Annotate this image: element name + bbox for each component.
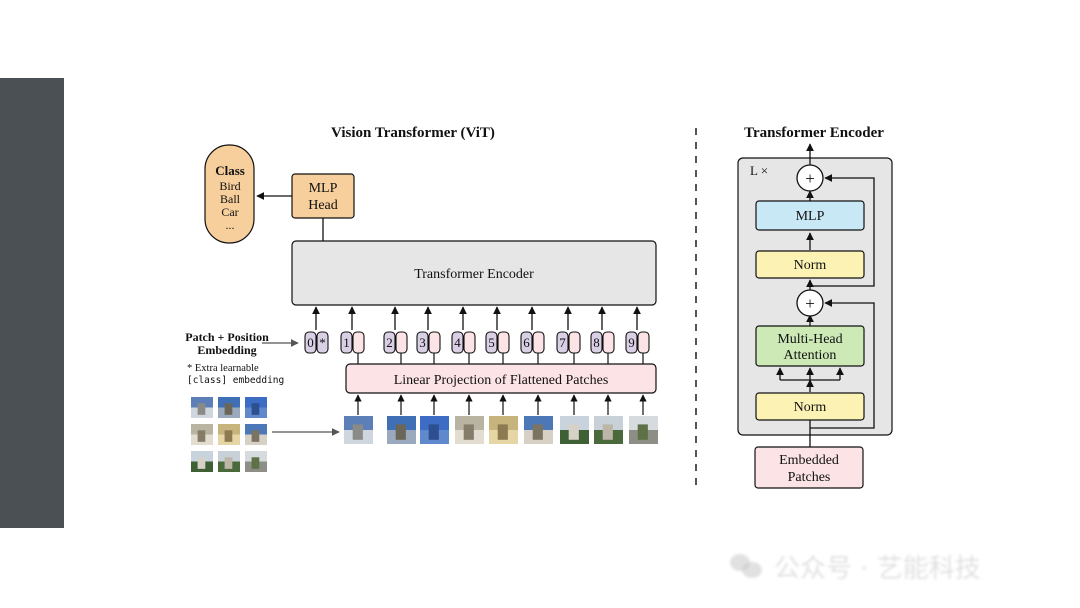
sidebar-panel — [0, 78, 64, 528]
position-token — [556, 331, 569, 354]
patch-image-part — [395, 424, 406, 440]
patch-image-part — [251, 430, 260, 442]
patch-embedding-token — [352, 331, 365, 354]
class-item: Bird — [219, 179, 240, 193]
norm-label: Norm — [794, 258, 827, 273]
mlp-label: MLP — [796, 209, 825, 224]
vit-title: Vision Transformer (ViT) — [331, 125, 495, 141]
embedded-patches-block — [754, 446, 864, 489]
patch-image-part — [197, 457, 206, 469]
extra-note: [class] embedding — [187, 375, 284, 386]
norm-block — [755, 392, 865, 421]
position-token — [340, 331, 353, 354]
patch-image-part — [497, 424, 508, 440]
add-symbol: + — [805, 169, 815, 188]
position-token — [451, 331, 464, 354]
attention-label: Attention — [784, 348, 837, 363]
class-box — [204, 144, 255, 244]
patch-image-part — [463, 424, 474, 440]
patch-image-part — [224, 457, 233, 469]
position-token-label: 7 — [559, 335, 566, 350]
attention-label: Multi-Head — [777, 332, 842, 347]
watermark: 公众号 · 艺能科技 — [730, 546, 1050, 586]
position-token — [304, 331, 317, 354]
position-token-label: 6 — [523, 335, 530, 350]
position-token-label: 2 — [386, 335, 393, 350]
transformer-encoder-label: Transformer Encoder — [414, 267, 534, 282]
patch-image-part — [251, 457, 260, 469]
patch-embedding-token — [395, 331, 408, 354]
position-token — [485, 331, 498, 354]
position-token-label: 9 — [628, 335, 635, 350]
patch-image-part — [428, 424, 439, 440]
embedding-label: Patch + Position — [185, 330, 269, 344]
patch-sequence — [344, 416, 658, 444]
transformer-encoder-box — [291, 240, 657, 306]
add-circle — [796, 164, 824, 192]
position-tokens: 0 * 1 2 3 4 5 6 7 8 9 — [304, 306, 650, 415]
watermark-text: 公众号 · 艺能科技 — [774, 553, 981, 584]
patch-image-part — [224, 403, 233, 415]
linear-projection-box — [345, 363, 657, 394]
position-token — [520, 331, 533, 354]
patch-image-part — [637, 424, 648, 440]
class-item: Ball — [220, 192, 241, 206]
patch-embedding-token — [532, 331, 545, 354]
patch-image-part — [532, 424, 543, 440]
wechat-icon — [730, 552, 764, 580]
embedding-label: Embedding — [197, 343, 256, 357]
source-image-grid — [191, 397, 267, 472]
encoder-title: Transformer Encoder — [744, 125, 884, 141]
class-token-symbol: * — [319, 335, 326, 350]
mlp-block — [755, 200, 865, 231]
residual-connection — [810, 174, 875, 287]
class-item: ... — [226, 218, 235, 232]
attention-block — [755, 325, 865, 367]
patch-embedding-token — [428, 331, 441, 354]
patch-image-part — [197, 403, 206, 415]
class-heading: Class — [215, 163, 245, 178]
embedded-patches-label: Embedded — [779, 453, 839, 468]
patch-image-part — [352, 424, 363, 440]
position-token-label: 4 — [454, 335, 461, 350]
patch-image-part — [251, 403, 260, 415]
extra-note: * Extra learnable — [187, 363, 259, 374]
embedded-patches-label: Patches — [788, 470, 831, 485]
norm-label: Norm — [794, 400, 827, 415]
patch-image-part — [568, 424, 579, 440]
patch-image-part — [197, 430, 206, 442]
position-token-label: 3 — [419, 335, 426, 350]
residual-connection — [810, 299, 875, 429]
patch-embedding-token — [463, 331, 476, 354]
position-token — [590, 331, 603, 354]
class-token — [316, 331, 329, 354]
position-token — [416, 331, 429, 354]
patch-embedding-token — [637, 331, 650, 354]
patch-image-part — [224, 430, 233, 442]
class-item: Car — [221, 205, 238, 219]
position-token-label: 5 — [488, 335, 495, 350]
mlp-head-label: Head — [308, 198, 338, 213]
position-token-label: 1 — [343, 335, 350, 350]
add-symbol: + — [805, 294, 815, 313]
add-circle — [796, 289, 824, 317]
mlp-head-label: MLP — [309, 181, 338, 196]
linear-projection-label: Linear Projection of Flattened Patches — [394, 373, 609, 388]
position-token — [383, 331, 396, 354]
patch-embedding-token — [602, 331, 615, 354]
patch-image-part — [602, 424, 613, 440]
position-token-label: 8 — [593, 335, 600, 350]
patch-embedding-token — [568, 331, 581, 354]
position-token — [625, 331, 638, 354]
norm-block — [755, 250, 865, 279]
patch-embedding-token — [497, 331, 510, 354]
repeat-label: L × — [750, 163, 768, 178]
position-token-label: 0 — [307, 335, 314, 350]
